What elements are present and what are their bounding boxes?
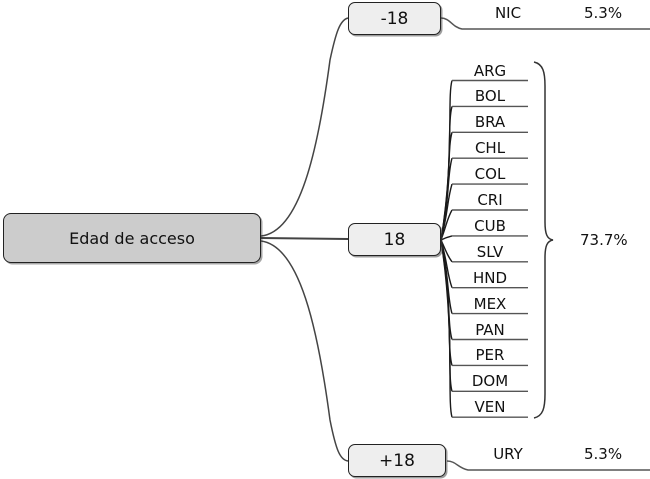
root-connectors: [260, 17, 349, 462]
root-node[interactable]: Edad de acceso: [3, 213, 261, 263]
branch-node-plus18-label: +18: [379, 450, 415, 471]
country-label-arg: ARG: [473, 61, 507, 80]
leaf-lines-plus18: [446, 460, 650, 471]
country-label-pan: PAN: [475, 320, 505, 339]
connector-18-to-ven: [440, 239, 453, 418]
percent-label-18: 73.7%: [580, 231, 628, 249]
branch-node-minus18-label: -18: [380, 8, 409, 29]
branch-node-minus18[interactable]: -18: [348, 2, 441, 35]
connector-root-to-plus18: [260, 240, 349, 462]
country-label-chl: CHL: [474, 139, 506, 158]
country-underlines: [452, 79, 528, 418]
connector-root-to-minus18: [260, 17, 349, 237]
branch-node-18-label: 18: [383, 229, 406, 250]
percent-label-plus18: 5.3%: [584, 445, 623, 463]
country-label-slv: SLV: [476, 242, 504, 261]
connector-18-to-cri: [440, 209, 453, 241]
country-label-ven: VEN: [474, 398, 506, 417]
country-label-bra: BRA: [474, 113, 506, 132]
connector-18-to-col: [440, 183, 453, 241]
leaf-lines-minus18: [440, 17, 650, 30]
group-brace: [533, 61, 554, 419]
percent-label-minus18: 5.3%: [584, 4, 623, 22]
leaf-label-nic: NIC: [494, 4, 522, 22]
branch-node-plus18[interactable]: +18: [348, 444, 446, 477]
country-label-bol: BOL: [474, 87, 506, 106]
root-node-label: Edad de acceso: [69, 228, 195, 248]
leaf-lines-18: [440, 80, 453, 418]
country-label-col: COL: [474, 165, 506, 184]
connector-root-to-18: [260, 237, 349, 240]
country-label-cri: CRI: [477, 191, 503, 209]
leaf-label-ury: URY: [493, 445, 523, 463]
country-label-hnd: HND: [472, 268, 508, 287]
branch-node-18[interactable]: 18: [348, 223, 441, 256]
country-label-per: PER: [475, 346, 505, 365]
country-label-dom: DOM: [471, 372, 509, 391]
country-label-cub: CUB: [474, 216, 506, 235]
connector-18-to-cub: [440, 235, 453, 241]
country-label-mex: MEX: [473, 294, 507, 313]
